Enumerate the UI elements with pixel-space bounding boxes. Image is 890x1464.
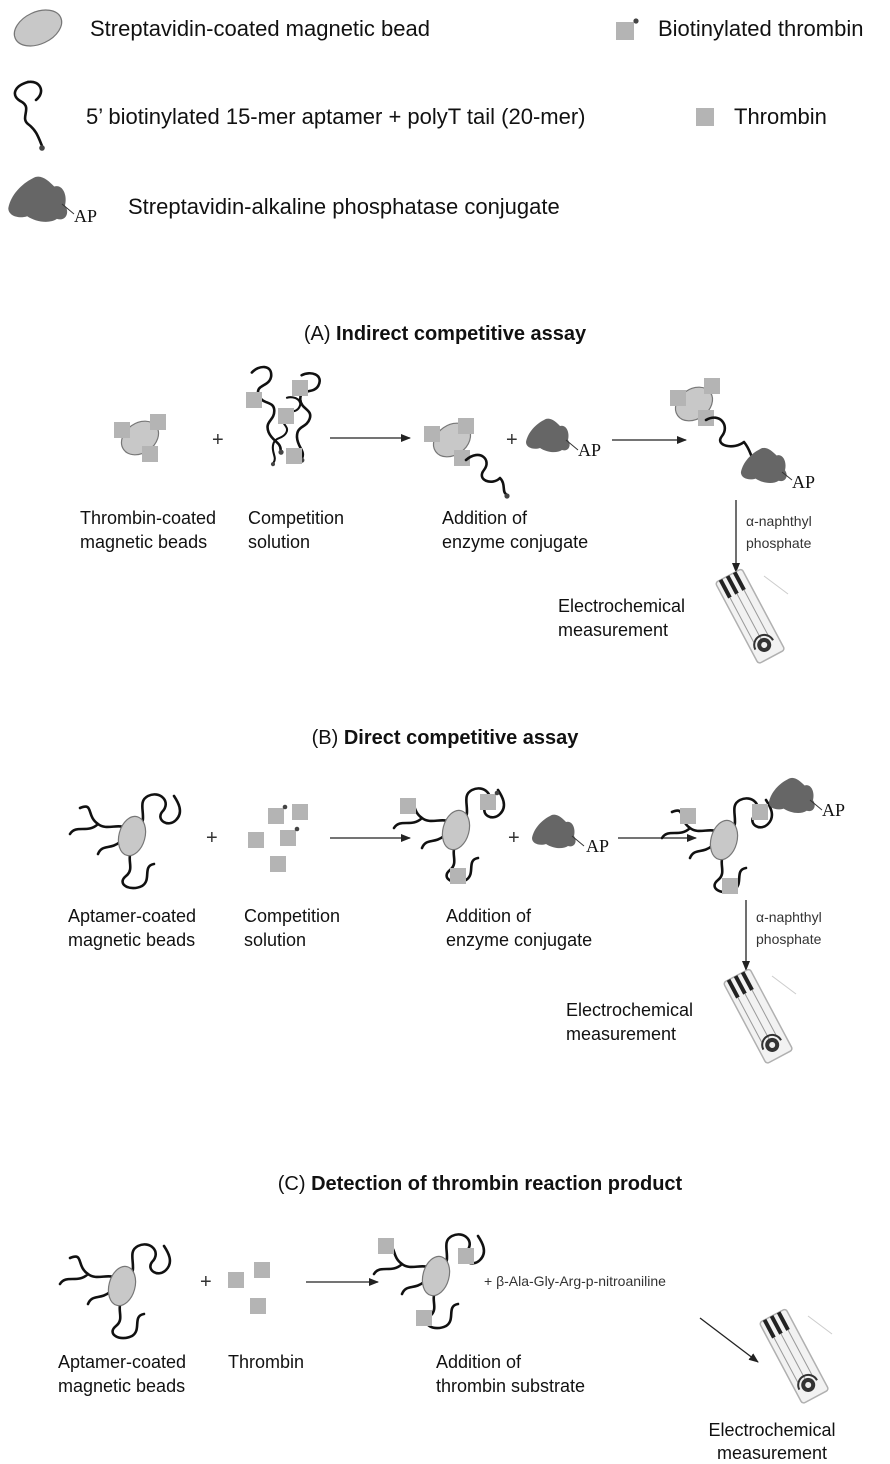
substrate-label: phosphate: [746, 535, 812, 551]
substrate-label: α-naphthyl: [746, 513, 812, 529]
competition-solution-icon: [246, 364, 322, 470]
step1-label: magnetic beads: [80, 532, 207, 552]
thrombin-coated-bead-icon: [114, 413, 166, 463]
competition-solution-icon: [248, 804, 308, 872]
legend-ap-tag: AP: [74, 206, 97, 226]
legend-thrombin-label: Thrombin: [734, 104, 827, 129]
step3-label: enzyme conjugate: [442, 532, 588, 552]
enzyme-conjugate-icon: [526, 418, 579, 453]
enzyme-conjugate-legend-icon: [8, 176, 75, 222]
step3-label: Addition of: [436, 1352, 522, 1372]
bead-thrombin-complex-icon: [392, 787, 506, 884]
measurement-label: Electrochemical: [566, 1000, 693, 1020]
ap-tag: AP: [586, 836, 609, 856]
panel-b-title: (B) Direct competitive assay: [312, 727, 580, 749]
panel-a: (A) Indirect competitive assay +: [80, 323, 815, 675]
step1-label: Aptamer-coated: [68, 906, 196, 926]
measurement-label: measurement: [717, 1443, 827, 1463]
step1-label: Aptamer-coated: [58, 1352, 186, 1372]
step2-label: Thrombin: [228, 1352, 304, 1372]
aptamer-coated-bead-icon: [58, 1243, 172, 1340]
thrombin-legend-icon: [696, 108, 714, 126]
step2-label: Competition: [248, 508, 344, 528]
legend-conjugate-label: Streptavidin-alkaline phosphatase conjug…: [128, 194, 560, 219]
panel-c-title: (C) Detection of thrombin reaction produ…: [278, 1173, 683, 1195]
thrombin-icon: [228, 1262, 270, 1314]
measurement-label: Electrochemical: [558, 596, 685, 616]
step2-label: solution: [248, 532, 310, 552]
ap-tag: AP: [822, 800, 845, 820]
aptamer-coated-bead-icon: [68, 793, 182, 890]
panel-b: (B) Direct competitive assay + + AP: [68, 727, 845, 1075]
measurement-label: measurement: [566, 1024, 676, 1044]
plus-sign: +: [206, 827, 218, 849]
substrate-label: α-naphthyl: [756, 909, 822, 925]
step1-label: magnetic beads: [58, 1376, 185, 1396]
bead-thrombin-complex-icon: [372, 1233, 486, 1330]
panel-a-title: (A) Indirect competitive assay: [304, 323, 587, 345]
measurement-label: measurement: [558, 620, 668, 640]
enzyme-conjugate-icon: [532, 814, 585, 849]
plus-sign: +: [212, 429, 224, 451]
labeled-complex-icon: [668, 378, 793, 483]
step3-label: Addition of: [442, 508, 528, 528]
legend: Streptavidin-coated magnetic bead Biotin…: [8, 9, 863, 226]
measurement-arrow: [699, 1317, 759, 1363]
legend-bead-label: Streptavidin-coated magnetic bead: [90, 16, 430, 41]
biotinylated-thrombin-legend-icon: [616, 18, 639, 40]
bead-aptamer-complex-icon: [424, 415, 510, 499]
aptamer-legend-icon: [13, 80, 45, 151]
legend-aptamer-label: 5’ biotinylated 15-mer aptamer + polyT t…: [86, 104, 586, 129]
bead-legend-icon: [13, 9, 63, 47]
ap-tag: AP: [792, 472, 815, 492]
step2-label: Competition: [244, 906, 340, 926]
plus-sign: +: [506, 429, 518, 451]
step2-label: solution: [244, 930, 306, 950]
ap-tag: AP: [578, 440, 601, 460]
legend-biotinylated-thrombin-label: Biotinylated thrombin: [658, 16, 863, 41]
step1-label: magnetic beads: [68, 930, 195, 950]
screen-printed-electrode-icon: [714, 567, 791, 675]
measurement-label: Electrochemical: [708, 1420, 835, 1440]
step3-label: enzyme conjugate: [446, 930, 592, 950]
step1-label: Thrombin-coated: [80, 508, 216, 528]
panel-c: (C) Detection of thrombin reaction produ…: [58, 1173, 836, 1463]
screen-printed-electrode-icon: [722, 967, 799, 1075]
plus-sign: +: [200, 1271, 212, 1293]
labeled-complex-icon: [660, 777, 823, 894]
screen-printed-electrode-icon: [758, 1307, 835, 1415]
plus-sign: +: [508, 827, 520, 849]
substrate-label: phosphate: [756, 931, 822, 947]
substrate-text: + β-Ala-Gly-Arg-p-nitroaniline: [484, 1273, 666, 1289]
step3-label: Addition of: [446, 906, 532, 926]
step3-label: thrombin substrate: [436, 1376, 585, 1396]
